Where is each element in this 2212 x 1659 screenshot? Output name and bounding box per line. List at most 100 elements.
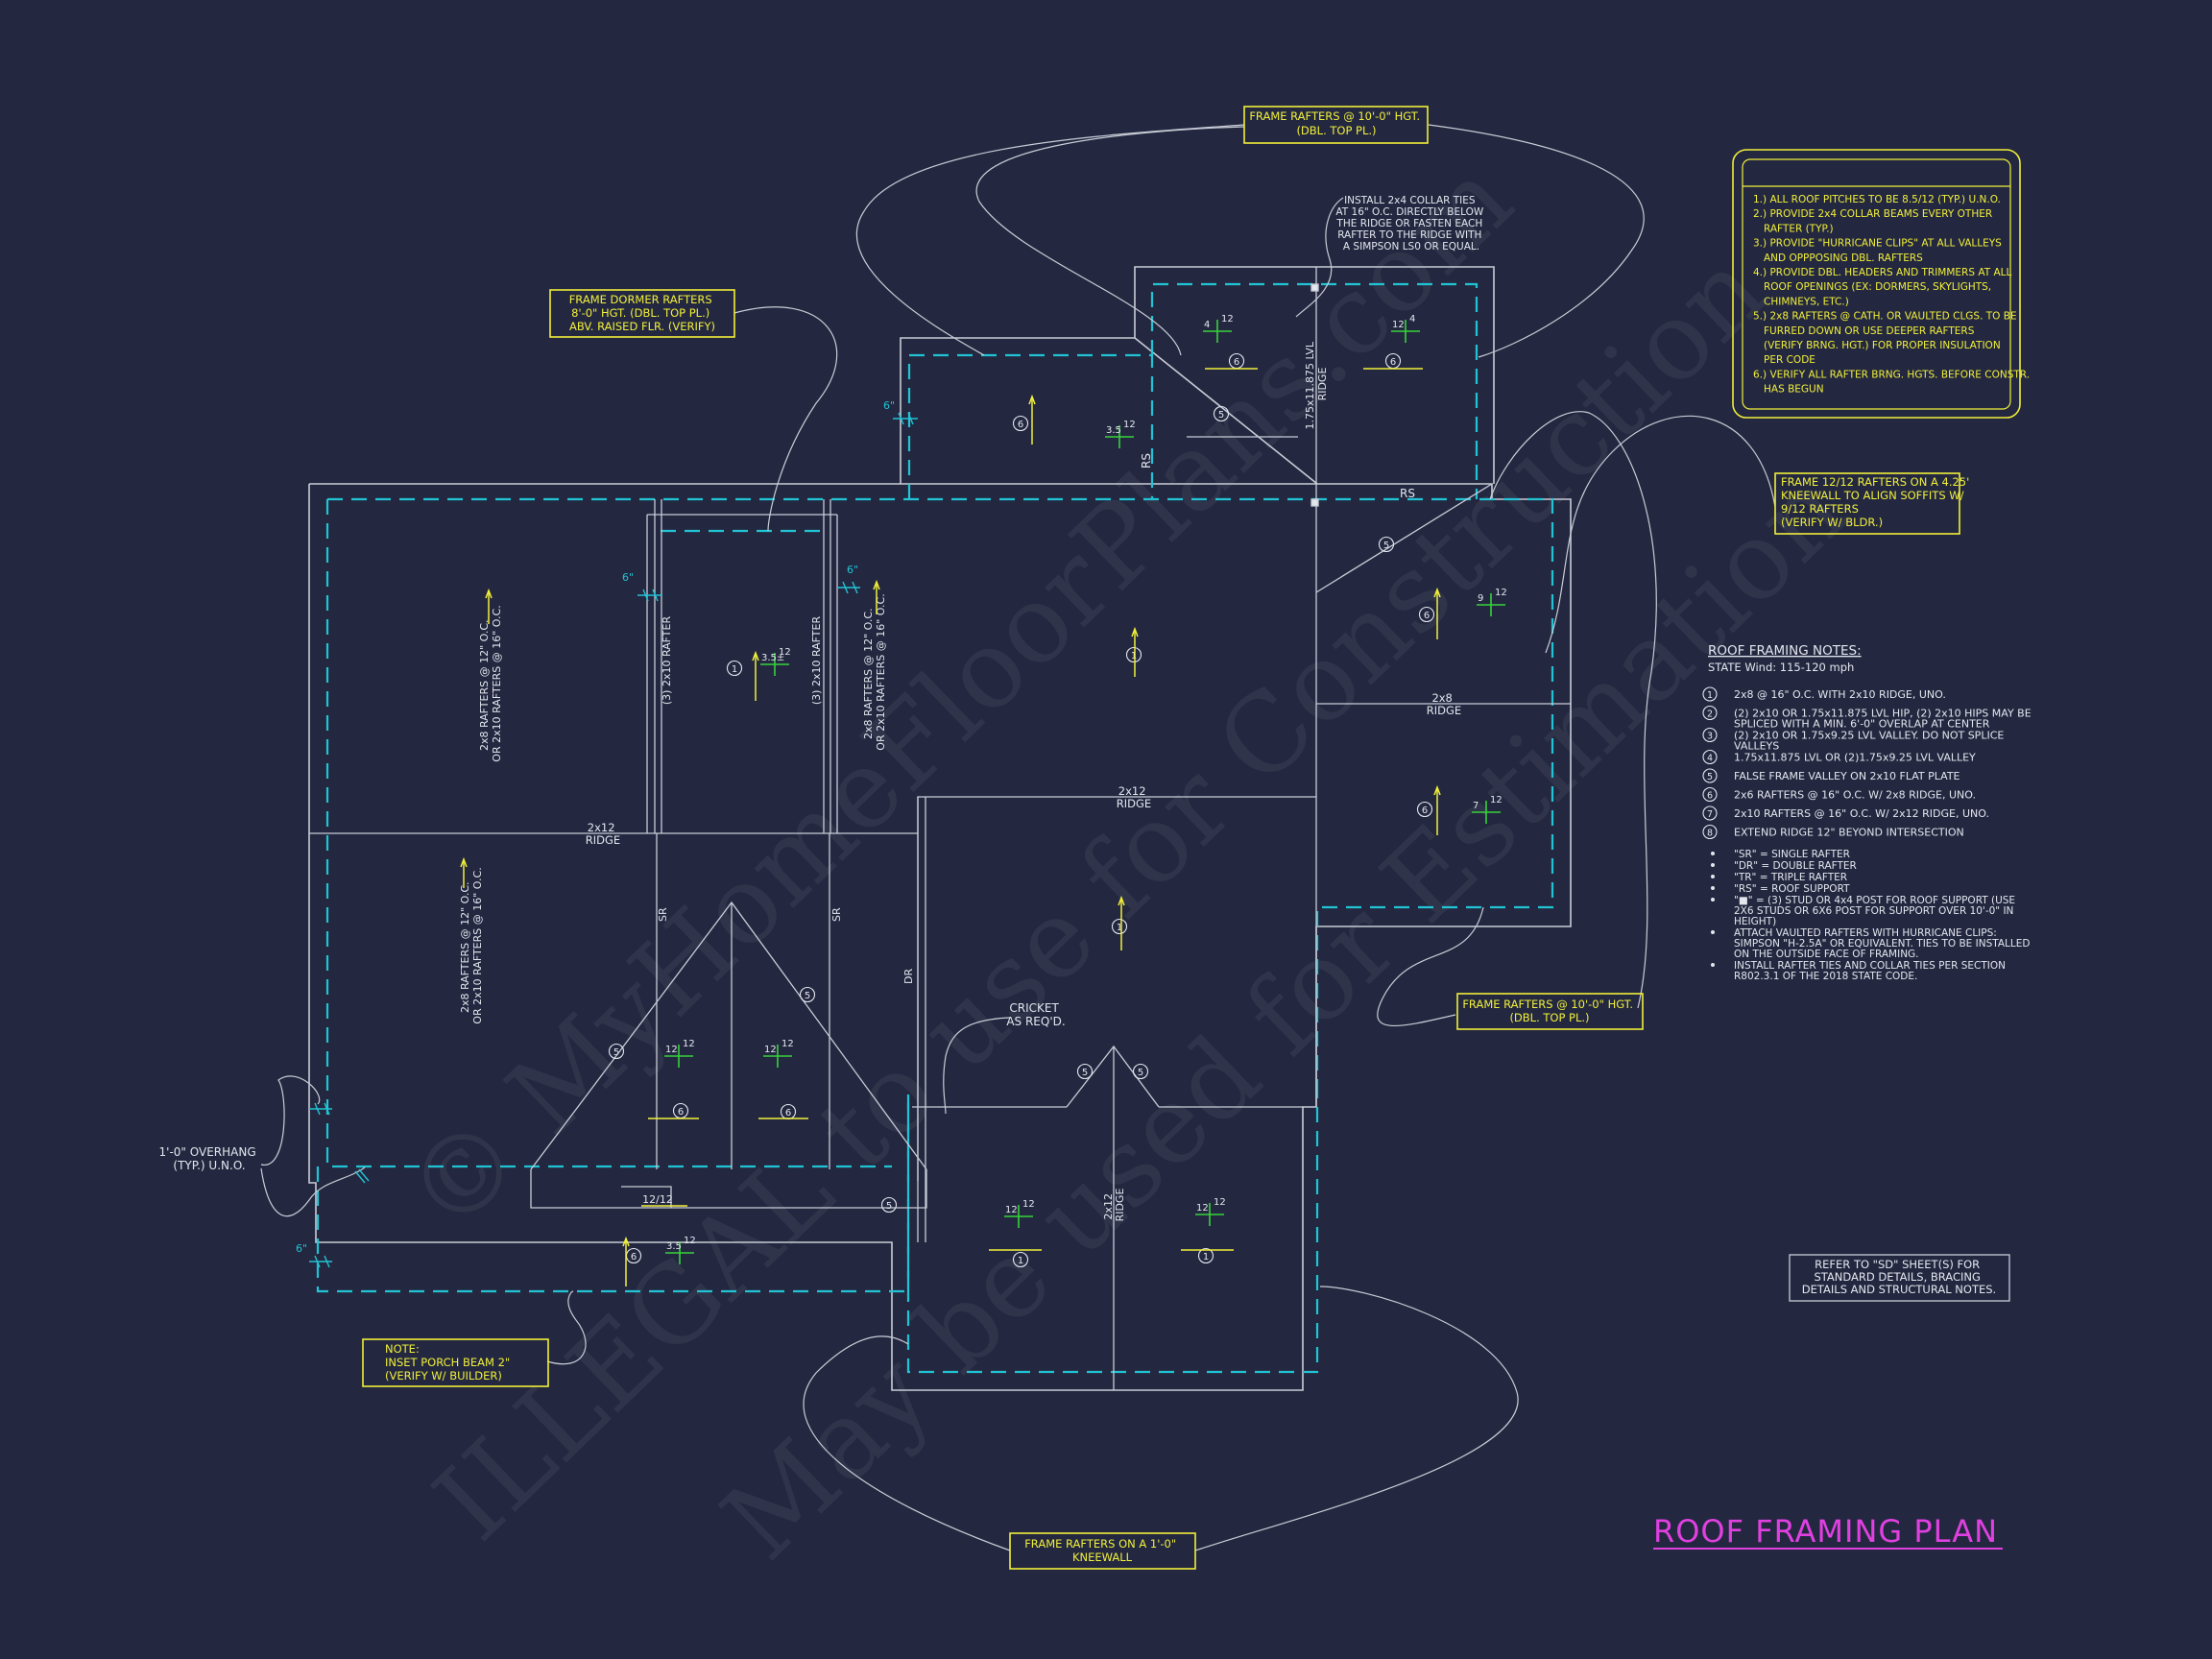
svg-text:FRAME RAFTERS @ 10'-0" HGT.: FRAME RAFTERS @ 10'-0" HGT. (DBL. TOP PL… <box>1462 998 1636 1024</box>
rafter-type-number: 6 <box>785 1108 791 1118</box>
general-note-line: AND OPPPOSING DBL. RAFTERS <box>1764 252 1923 264</box>
rafter-type-number: 5 <box>1082 1068 1088 1078</box>
note-number-circle <box>1702 727 1718 743</box>
general-notes-list: 1.) ALL ROOF PITCHES TO BE 8.5/12 (TYP.)… <box>1753 194 2030 396</box>
general-note-line: RAFTER (TYP.) <box>1764 223 1834 234</box>
callout-general-notes: 1.) ALL ROOF PITCHES TO BE 8.5/12 (TYP.)… <box>1732 149 2030 419</box>
upper-roof-outline <box>900 266 1495 484</box>
roof-notes-wind: STATE Wind: 115-120 mph <box>1708 661 1854 674</box>
svg-text:FRAME 12/12 RAFTERS ON A 4.25': FRAME 12/12 RAFTERS ON A 4.25' KNEEWALL … <box>1781 475 1973 529</box>
note-number: 2 <box>1707 709 1713 720</box>
leader-cricket <box>943 1017 1011 1115</box>
callout-1212-line1: FRAME 12/12 RAFTERS ON A 4.25' <box>1781 475 1969 489</box>
callout-dormer: FRAME DORMER RAFTERS 8'-0" HGT. (DBL. TO… <box>549 289 735 338</box>
rafter-type-number: 1 <box>1117 923 1122 933</box>
callout-dormer-line2: 8'-0" HGT. (DBL. TOP PL.) <box>571 306 709 320</box>
triple-rafter-left: (3) 2x10 RAFTER <box>661 616 673 706</box>
pitch-rise: 12 <box>1005 1205 1018 1215</box>
watermark-line-2: ILLEGAL to use for Construction <box>411 228 1789 1564</box>
pitch-rise: 7 <box>1473 801 1479 811</box>
rafter-type-number: 6 <box>678 1107 684 1118</box>
dim-6-porch: 6" <box>296 1242 307 1255</box>
general-note-line: CHIMNEYS, ETC.) <box>1764 296 1849 307</box>
pitch-run: 12 <box>1490 795 1503 805</box>
general-note-line: HAS BEGUN <box>1764 384 1824 396</box>
rafter-type-number: 1 <box>732 664 737 675</box>
rafter-type-number: 6 <box>631 1252 637 1262</box>
refer-line2: STANDARD DETAILS, BRACING <box>1814 1270 1980 1284</box>
refer-line3: DETAILS AND STRUCTURAL NOTES. <box>1802 1283 1996 1296</box>
callout-porch-line1: NOTE: <box>385 1342 420 1356</box>
callout-porch-line2: INSET PORCH BEAM 2" <box>385 1356 510 1369</box>
pitch-run: 12 <box>684 1236 696 1246</box>
rafter-type-circle <box>608 1043 625 1060</box>
note-item-text: 2x6 RAFTERS @ 16" O.C. W/ 2x8 RIDGE, UNO… <box>1734 789 1976 802</box>
callout-1212-line4: (VERIFY W/ BLDR.) <box>1781 516 1883 529</box>
refer-box: REFER TO "SD" SHEET(S) FOR STANDARD DETA… <box>1789 1254 2010 1302</box>
callout-frame-right-line1: FRAME RAFTERS @ 10'-0" HGT. <box>1462 998 1633 1011</box>
dim-6-dormer-left: 6" <box>622 571 634 584</box>
note-bullet-text: HEIGHT) <box>1734 916 1776 927</box>
rafter-type-number: 6 <box>1424 611 1430 621</box>
note-bullet <box>1711 852 1715 855</box>
leader-overhang <box>260 1075 321 1166</box>
note-number: 4 <box>1707 754 1713 764</box>
leader-frame-right-b <box>1489 411 1657 1009</box>
sr-label-right: SR <box>830 907 843 922</box>
rafter-type-circle <box>1111 918 1128 935</box>
note-item-text: 2x10 RAFTERS @ 16" O.C. W/ 2x12 RIDGE, U… <box>1734 807 1989 820</box>
pitch-rise: 12 <box>665 1045 678 1055</box>
rafter-note-upper-left: 2x8 RAFTERS @ 12" O.C. OR 2x10 RAFTERS @… <box>478 605 503 761</box>
note-bullet-text: "DR" = DOUBLE RAFTER <box>1734 860 1857 872</box>
callout-porch-note: NOTE: INSET PORCH BEAM 2" (VERIFY W/ BUI… <box>362 1338 549 1387</box>
ridge-2x12-vertical: 2x12 RIDGE <box>1102 1189 1126 1222</box>
leader-porch <box>546 1290 587 1365</box>
note-item-text: (2) 2x10 OR 1.75x9.25 LVL VALLEY. DO NOT… <box>1734 730 2004 742</box>
general-note-line: ROOF OPENINGS (EX: DORMERS, SKYLIGHTS, <box>1764 281 1991 293</box>
callout-frame-top: FRAME RAFTERS @ 10'-0" HGT. (DBL. TOP PL… <box>1243 106 1429 144</box>
general-note-line: PER CODE <box>1764 354 1815 366</box>
rs-label-upper: RS <box>1400 487 1415 500</box>
rafter-type-number: 5 <box>805 991 810 1001</box>
general-note-line: 5.) 2x8 RAFTERS @ CATH. OR VAULTED CLGS.… <box>1753 311 2017 323</box>
note-bullet-text: ON THE OUTSIDE FACE OF FRAMING. <box>1734 949 1919 960</box>
rafter-type-number: 1 <box>1131 651 1137 661</box>
note-bullet-text: R802.3.1 OF THE 2018 STATE CODE. <box>1734 971 1917 982</box>
note-number-circle <box>1702 768 1718 783</box>
note-bullet-text: INSTALL RAFTER TIES AND COLLAR TIES PER … <box>1734 960 2006 972</box>
sr-label-left: SR <box>657 907 669 922</box>
pitch-rise: 12 <box>764 1045 777 1055</box>
note-bullet-text: 2X6 STUDS OR 6X6 POST FOR SUPPORT OVER 1… <box>1734 905 2013 917</box>
overhang-label: 1'-0" OVERHANG (TYP.) U.N.O. <box>159 1145 260 1172</box>
rafter-type-circle <box>1213 405 1230 422</box>
ridge-2x8-right: 2x8 RIDGE <box>1427 691 1461 717</box>
general-note-line: 1.) ALL ROOF PITCHES TO BE 8.5/12 (TYP.)… <box>1753 194 2001 205</box>
refer-line1: REFER TO "SD" SHEET(S) FOR <box>1815 1258 1980 1271</box>
rafter-type-circle <box>726 660 743 677</box>
rafter-arrowhead <box>873 579 880 590</box>
rafter-type-circle <box>1012 1251 1029 1268</box>
note-bullet <box>1711 930 1715 934</box>
callout-frame-right-line2: (DBL. TOP PL.) <box>1509 1011 1589 1024</box>
pitch-run: 12 <box>1123 420 1136 430</box>
rafter-arrowhead <box>1433 784 1441 796</box>
note-bullet <box>1711 875 1715 878</box>
cricket-label: CRICKET AS REQ'D. <box>1006 1001 1065 1028</box>
note-item-text: SPLICED WITH A MIN. 6'-0" OVERLAP AT CEN… <box>1734 718 1990 731</box>
general-note-line: 6.) VERIFY ALL RAFTER BRNG. HGTS. BEFORE… <box>1753 369 2030 380</box>
pitch-rise: 3.5 <box>666 1241 682 1252</box>
hip-right-upper <box>1315 483 1493 593</box>
pitch-run: 12 <box>781 1039 794 1049</box>
page-title: ROOF FRAMING PLAN <box>1653 1513 1998 1550</box>
triple-rafter-right: (3) 2x10 RAFTER <box>810 616 823 706</box>
callout-1212: FRAME 12/12 RAFTERS ON A 4.25' KNEEWALL … <box>1774 472 1973 535</box>
pitch-run: 12 <box>1221 314 1234 325</box>
note-bullet <box>1711 963 1715 967</box>
pitch-rise: 12 <box>1392 320 1405 330</box>
rafter-arrowhead <box>485 588 493 599</box>
pitch-rise: 3.5 <box>1106 425 1121 436</box>
rafter-arrowhead <box>1131 626 1139 637</box>
pitch-run: 12 <box>779 647 791 658</box>
